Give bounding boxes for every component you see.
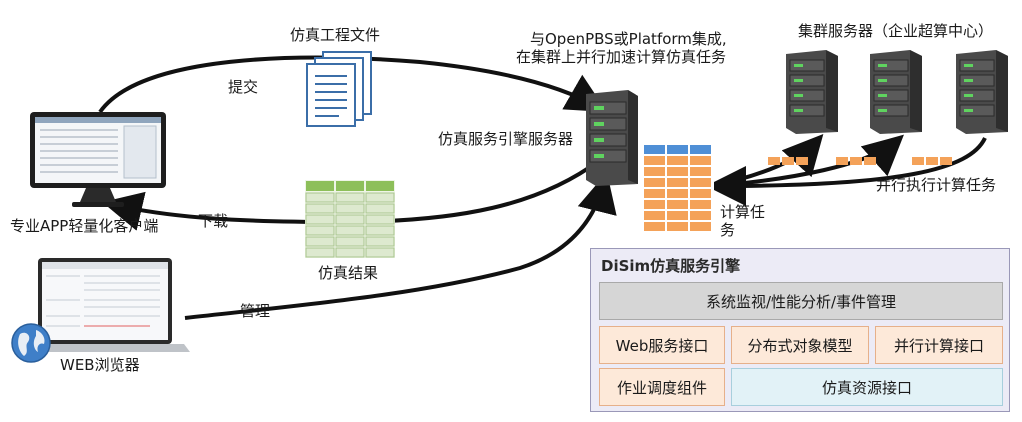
document-stack-icon	[305, 50, 375, 128]
cluster-arrow-3	[706, 137, 987, 206]
engine-scheduler: 作业调度组件	[599, 368, 725, 406]
engine-title: DiSim仿真服务引擎	[601, 257, 741, 275]
download-label: 下载	[198, 212, 229, 230]
cluster-title: 集群服务器（企业超算中心）	[798, 22, 994, 40]
engine-resource-interface: 仿真资源接口	[731, 368, 1003, 406]
cluster-server-2-icon	[866, 48, 926, 136]
integrate-line-1: 与OpenPBS或Platform集成,	[530, 30, 727, 48]
cluster-server-1-icon	[782, 48, 842, 136]
laptop-icon	[20, 256, 190, 356]
disim-engine-panel: DiSim仿真服务引擎 系统监视/性能分析/事件管理 Web服务接口 分布式对象…	[590, 248, 1010, 412]
task-grid-icon	[642, 143, 714, 233]
engine-object-model: 分布式对象模型	[731, 326, 869, 364]
engine-monitoring: 系统监视/性能分析/事件管理	[599, 282, 1003, 320]
submit-label: 提交	[228, 78, 259, 96]
compute-tasks-label-2: 务	[720, 221, 736, 239]
monitor-icon	[28, 110, 168, 210]
submit-arrow	[98, 55, 607, 114]
sim-results-label: 仿真结果	[318, 264, 379, 282]
sim-project-file-label: 仿真工程文件	[290, 26, 381, 44]
spreadsheet-icon	[305, 180, 395, 258]
integrate-line-2: 在集群上并行加速计算仿真任务	[516, 48, 727, 66]
task-chunk-1	[768, 150, 810, 165]
task-chunk-2	[836, 150, 878, 165]
parallel-tasks-label: 并行执行计算任务	[876, 176, 997, 194]
cluster-server-3-icon	[952, 48, 1012, 136]
web-browser-label: WEB浏览器	[60, 356, 140, 374]
task-chunk-3	[912, 150, 954, 165]
engine-web-interface: Web服务接口	[599, 326, 725, 364]
globe-icon	[10, 322, 52, 364]
manage-arrow	[184, 172, 617, 320]
client-label: 专业APP轻量化客户端	[10, 217, 159, 235]
compute-tasks-label-1: 计算任	[720, 203, 766, 221]
engine-parallel-interface: 并行计算接口	[875, 326, 1003, 364]
engine-server-label: 仿真服务引擎服务器	[438, 130, 574, 148]
server-tower-icon	[580, 88, 642, 188]
manage-label: 管理	[240, 302, 271, 320]
